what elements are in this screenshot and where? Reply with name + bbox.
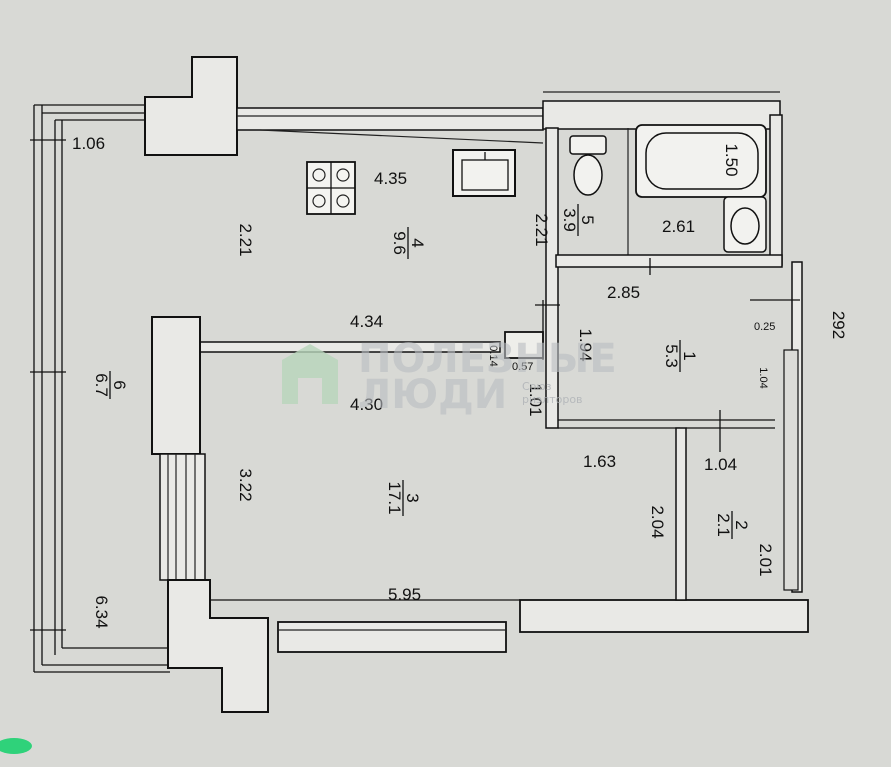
- kitchen-sink-fixture: [452, 149, 516, 197]
- watermark: ПОЛЕЗНЫЕ ЛЮДИ Союз риэлторов: [282, 336, 617, 418]
- room-number: 6: [110, 380, 129, 389]
- dim-kitchen-width: 4.35: [374, 169, 407, 188]
- corridor-walls: [558, 299, 800, 601]
- dim-kitchen-height: 2.21: [532, 213, 551, 246]
- room-area: 6.7: [92, 373, 111, 397]
- dim-outer-right: 292: [829, 311, 848, 339]
- dim-bath-width: 2.61: [662, 217, 695, 236]
- room-label-2: 2 2.1: [714, 511, 751, 539]
- dim-balcony-left: 2.21: [236, 223, 255, 256]
- room-number: 1: [680, 351, 699, 360]
- watermark-house-icon: [282, 344, 338, 404]
- dim-bath-tub: 1.50: [722, 143, 741, 176]
- dim-hall-width: 2.85: [607, 283, 640, 302]
- stove-fixture: [306, 161, 356, 215]
- balcony-outline: [30, 104, 170, 673]
- dim-niche: 0.57: [512, 361, 533, 373]
- wall-bottom: [210, 599, 809, 653]
- room-area: 9.6: [390, 231, 409, 255]
- wall-pier-left: [151, 316, 206, 581]
- room-label-3: 3 17.1: [385, 480, 422, 516]
- room-label-1: 1 5.3: [662, 340, 699, 372]
- room-number: 2: [732, 520, 751, 529]
- wall-right: [769, 114, 803, 593]
- washbasin-fixture: [723, 196, 767, 253]
- room-number: 4: [408, 238, 427, 247]
- dim-balcony-bottom: 6.34: [92, 595, 111, 628]
- bathroom-walls: [545, 127, 783, 429]
- room-area: 2.1: [714, 513, 733, 537]
- room-label-6: 6 6.7: [92, 371, 129, 399]
- corner-marker: [0, 738, 32, 754]
- room-number: 3: [403, 493, 422, 502]
- dim-wc-width: 1.04: [704, 455, 737, 474]
- room-number: 5: [578, 215, 597, 224]
- room-label-4: 4 9.6: [390, 227, 427, 259]
- room-area: 5.3: [662, 344, 681, 368]
- watermark-line1: ПОЛЕЗНЫЕ: [358, 336, 617, 382]
- watermark-sub1: Союз: [522, 380, 552, 393]
- dim-niche-bottom: 1.01: [526, 383, 545, 416]
- room-area: 17.1: [385, 481, 404, 514]
- dim-hall-right-side: 1.04: [757, 367, 769, 388]
- toilet-fixture: [569, 135, 607, 196]
- room-area: 3.9: [560, 208, 579, 232]
- dim-room-width: 4.30: [350, 395, 383, 414]
- wall-pier-bottom: [167, 579, 269, 713]
- dim-wc-height: 2.01: [756, 543, 775, 576]
- bathtub-fixture: [635, 124, 767, 198]
- dim-hall-right-top: 0.25: [754, 321, 775, 333]
- watermark-line2: ЛЮДИ: [358, 372, 507, 418]
- dim-balcony-top: 1.06: [72, 134, 105, 153]
- dim-kitchen-bottom: 4.34: [350, 312, 383, 331]
- watermark-sub2: риэлторов: [522, 393, 583, 406]
- dim-corridor-bottom: 1.63: [583, 452, 616, 471]
- room-label-5: 5 3.9: [560, 204, 597, 236]
- dim-room-bottom: 5.95: [388, 585, 421, 604]
- dim-hall-height: 1.94: [576, 328, 595, 361]
- dim-niche-side: 0.14: [487, 345, 499, 366]
- dim-room-height: 3.22: [236, 468, 255, 501]
- dim-corridor-height: 2.04: [648, 505, 667, 538]
- wall-pier-top: [144, 56, 238, 156]
